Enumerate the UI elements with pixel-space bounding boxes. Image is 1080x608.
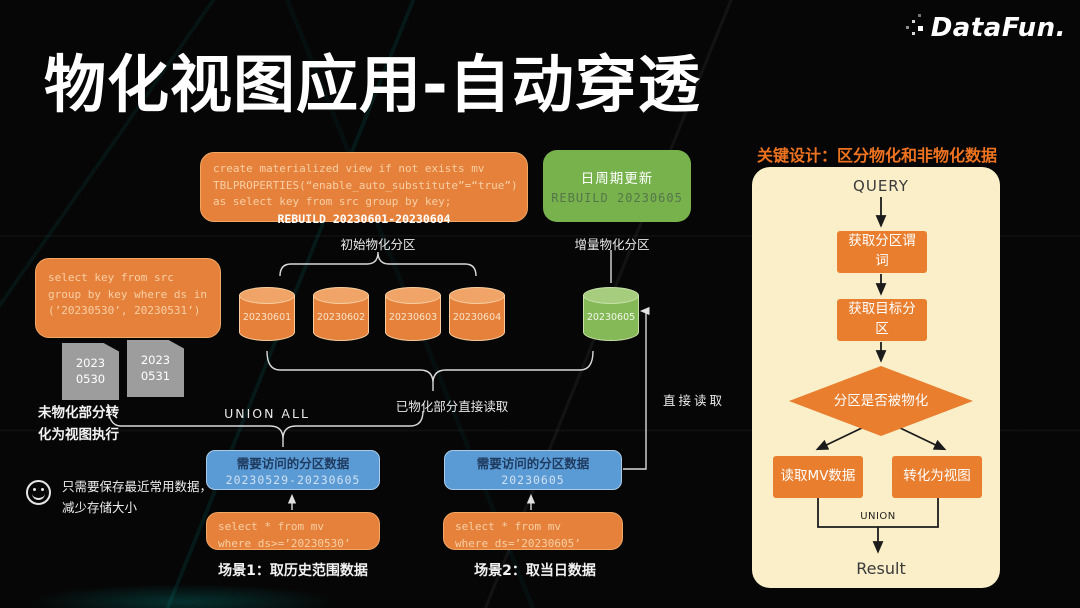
partition-label: 20230604: [452, 312, 502, 323]
daily-update-box: 日周期更新 REBUILD 20230605: [543, 150, 691, 222]
note-line: 减少存储大小: [62, 499, 138, 515]
document-label: 0530: [75, 371, 106, 386]
document-20230530: 2023 0530: [62, 343, 119, 400]
cylinder-top: [449, 287, 505, 304]
union-all-label: UNION ALL: [224, 406, 310, 421]
initial-partitions-label: 初始物化分区: [340, 237, 416, 252]
materialized-read-label: 已物化部分直接读取: [395, 399, 509, 414]
partition-cylinder-20230602: 20230602: [313, 287, 369, 341]
logo-dots-icon: [917, 25, 923, 31]
scenario1-partition-box: 需要访问的分区数据 20230529-20230605: [206, 450, 380, 490]
flow-step-get-predicate: 获取分区谓词: [837, 231, 927, 273]
smiley-eye: [33, 488, 36, 491]
blue-box-range: 20230529-20230605: [225, 473, 361, 487]
decision-label: 分区是否被物化: [833, 392, 929, 409]
sql-line: select * from mv: [455, 520, 561, 533]
cylinder-top: [385, 287, 441, 304]
union-label: UNION: [860, 511, 896, 522]
flow-step-label: 获取目标分区: [848, 301, 916, 337]
rebuild-line: REBUILD 20230601-20230604: [277, 211, 451, 226]
sql-line: where ds>=’20230530’: [218, 536, 351, 550]
create-mv-sql-box: create materialized view if not exists m…: [200, 152, 528, 226]
key-design-heading: 关键设计：区分物化和非物化数据: [757, 146, 998, 165]
cylinder-top: [239, 287, 295, 304]
scenario2-caption: 场景2：取当日数据: [474, 563, 596, 579]
blue-box-title: 需要访问的分区数据: [476, 456, 590, 471]
flow-step-get-target-partition: 获取目标分区: [837, 299, 927, 341]
incremental-partition-label: 增量物化分区: [574, 237, 650, 252]
caption-line: 化为视图执行: [38, 426, 119, 443]
direct-read-label: 直接读取: [662, 393, 725, 408]
caption-line: 未物化部分转: [38, 405, 119, 421]
sql-line: create materialized view if not exists m…: [213, 162, 485, 175]
partition-label: 20230603: [388, 312, 438, 323]
document-label: 2023: [75, 355, 106, 370]
storage-note: 只需要保存最近常用数据， 减少存储大小: [62, 477, 212, 518]
partition-label: 20230602: [316, 312, 366, 323]
sql-line: TBLPROPERTIES(“enable_auto_substitute”=“…: [213, 178, 518, 192]
scenario2-partition-box: 需要访问的分区数据 20230605: [444, 450, 622, 490]
partition-label: 20230601: [242, 312, 292, 323]
daily-update-label: 日周期更新: [580, 171, 654, 187]
smiley-eye: [41, 488, 44, 491]
datafun-logo: DataFun.: [917, 13, 1066, 43]
smiley-mouth: [32, 492, 45, 500]
blue-box-title: 需要访问的分区数据: [236, 456, 350, 471]
partition-label: 20230605: [586, 312, 636, 323]
cylinder-top: [313, 287, 369, 304]
sql-line: group by key where ds in: [48, 287, 207, 301]
scenario1-sql-box: select * from mv where ds>=’20230530’: [206, 512, 380, 550]
partition-cylinder-20230604: 20230604: [449, 287, 505, 341]
cylinder-top: [583, 287, 639, 304]
document-20230531: 2023 0531: [127, 340, 184, 397]
select-src-sql-box: select key from src group by key where d…: [35, 258, 221, 338]
blue-box-range: 20230605: [501, 473, 565, 487]
sql-line: (’20230530’, 20230531’): [48, 304, 201, 317]
flow-step-convert-to-view: 转化为视图: [892, 456, 982, 498]
scenario1-caption: 场景1：取历史范围数据: [218, 563, 368, 579]
smiley-icon: [26, 480, 51, 505]
flow-step-label: 读取MV数据: [780, 468, 856, 485]
partition-cylinder-20230605: 20230605: [583, 287, 639, 341]
daily-rebuild-line: REBUILD 20230605: [551, 191, 683, 205]
partition-cylinder-20230603: 20230603: [385, 287, 441, 341]
document-label: 2023: [140, 352, 171, 367]
non-materialized-caption: 未物化部分转 化为视图执行: [38, 403, 170, 446]
note-line: 只需要保存最近常用数据，: [62, 479, 213, 494]
flow-step-label: 获取分区谓词: [848, 233, 916, 269]
scenario2-sql-box: select * from mv where ds=’20230605’: [443, 512, 623, 550]
result-label: Result: [856, 559, 906, 578]
sql-line: select * from mv: [218, 520, 324, 533]
page-title: 物化视图应用-自动穿透: [44, 48, 701, 121]
sql-line: select key from src: [48, 271, 174, 284]
sql-line: as select key from src group by key;: [213, 195, 452, 208]
partition-cylinder-20230601: 20230601: [239, 287, 295, 341]
logo-text: DataFun.: [930, 13, 1066, 43]
sql-line: where ds=’20230605’: [455, 536, 581, 550]
document-label: 0531: [140, 368, 171, 383]
flow-step-read-mv: 读取MV数据: [773, 456, 863, 498]
query-label: QUERY: [853, 177, 909, 195]
flow-step-label: 转化为视图: [903, 468, 971, 485]
